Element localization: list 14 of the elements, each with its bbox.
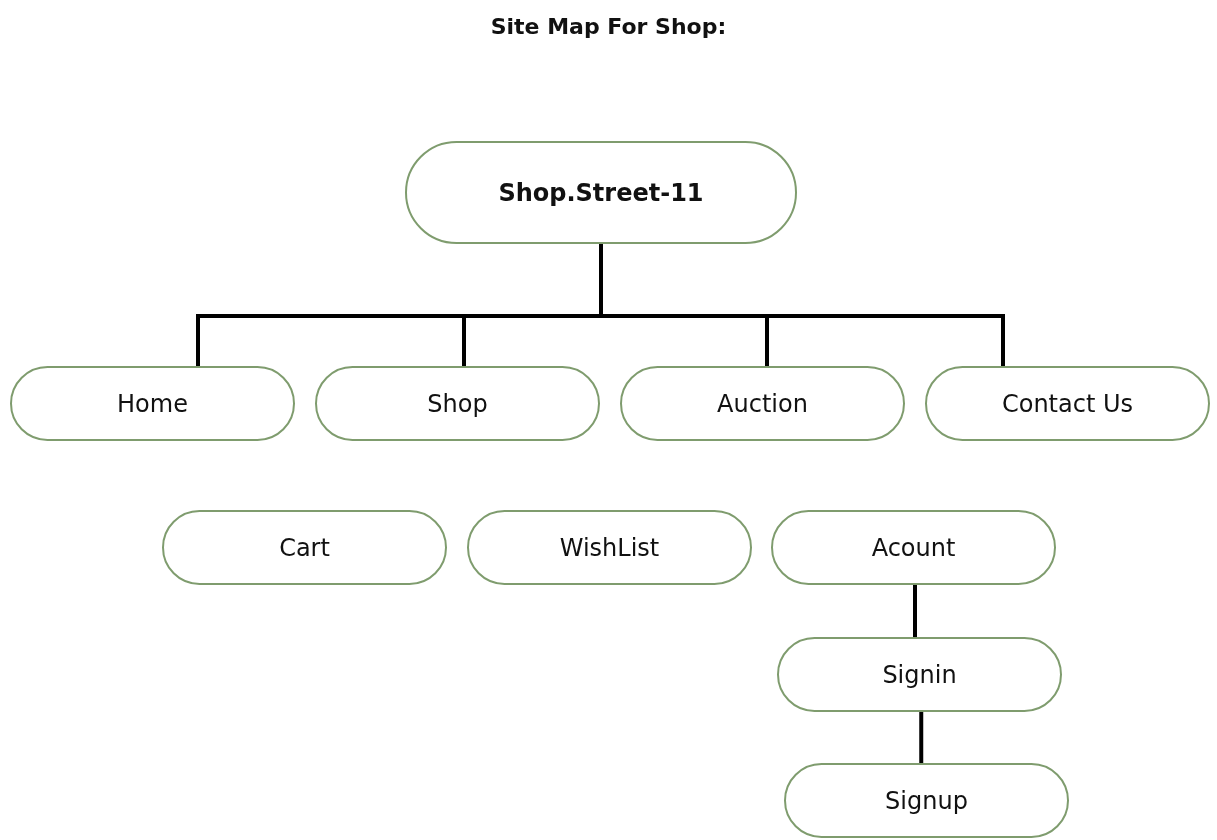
diagram-title: Site Map For Shop: bbox=[490, 14, 727, 39]
node-label: Home bbox=[117, 389, 188, 418]
node-label: Signup bbox=[885, 786, 968, 815]
node-label: WishList bbox=[559, 533, 660, 562]
node-label: Signin bbox=[882, 660, 957, 689]
node-label: Shop.Street-11 bbox=[498, 178, 704, 207]
node-label: Contact Us bbox=[1001, 389, 1134, 418]
node-label: Auction bbox=[717, 389, 808, 418]
node-label: Shop bbox=[427, 389, 488, 418]
connector-line bbox=[599, 244, 1005, 366]
node-label: Acount bbox=[871, 533, 956, 562]
connector-line bbox=[919, 712, 924, 763]
connector-line bbox=[913, 585, 917, 637]
node-label: Cart bbox=[279, 533, 330, 562]
